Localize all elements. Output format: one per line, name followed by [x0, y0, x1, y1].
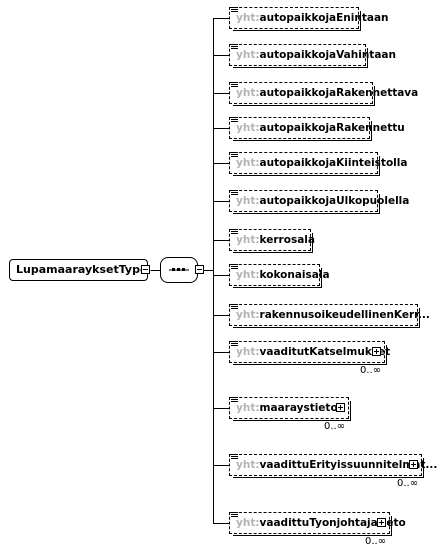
element-box-autopaikkojaulkopuolella[interactable]: yht:autopaikkojaUlkopuolella: [229, 190, 409, 212]
occurrence-label: 0..∞: [360, 365, 382, 376]
documentation-icon: [231, 397, 238, 402]
element-box-autopaikkojavahintaan[interactable]: yht:autopaikkojaVahintaan: [229, 44, 396, 66]
root-type-box[interactable]: LupamaarayksetType: [9, 259, 148, 281]
element-name: vaadittuErityissuunnitelmat...: [259, 459, 438, 471]
element-name: autopaikkojaUlkopuolella: [259, 195, 410, 207]
sequence-collapse-icon[interactable]: [195, 265, 204, 274]
element-box-rakennusoikeudellinenkerr[interactable]: yht:rakennusoikeudellinenKerr...: [229, 304, 430, 326]
expand-plus-icon[interactable]: [372, 347, 381, 356]
element-box-autopaikkojarakennettava[interactable]: yht:autopaikkojaRakennettava: [229, 82, 418, 104]
namespace-prefix: yht:: [236, 402, 260, 414]
element-box-autopaikkojakiinteistolla[interactable]: yht:autopaikkojaKiinteistolla: [229, 152, 407, 174]
namespace-prefix: yht:: [236, 346, 260, 358]
documentation-icon: [231, 152, 238, 157]
expand-plus-icon[interactable]: [377, 518, 386, 527]
documentation-icon: [231, 7, 238, 12]
documentation-icon: [231, 454, 238, 459]
occurrence-label: 0..∞: [324, 421, 346, 432]
element-name: vaaditutKatselmukset: [259, 346, 391, 358]
element-name: autopaikkojaRakennettu: [259, 122, 405, 134]
element-box-kerrosala[interactable]: yht:kerrosala: [229, 229, 315, 251]
element-box-vaaditutkatselmukset[interactable]: yht:vaaditutKatselmukset: [229, 341, 390, 363]
root-type-label: LupamaarayksetType: [16, 263, 148, 276]
sequence-icon: [169, 268, 189, 271]
element-box-vaadittutyonjohtajatieto[interactable]: yht:vaadittuTyonjohtajatieto: [229, 512, 406, 534]
namespace-prefix: yht:: [236, 459, 260, 471]
documentation-icon: [231, 190, 238, 195]
expand-plus-icon[interactable]: [336, 403, 345, 412]
element-name: autopaikkojaVahintaan: [259, 49, 396, 61]
element-name: vaadittuTyonjohtajatieto: [259, 517, 406, 529]
element-box-kokonaisala[interactable]: yht:kokonaisala: [229, 264, 330, 286]
documentation-icon: [231, 82, 238, 87]
element-name: kerrosala: [259, 234, 315, 246]
root-collapse-icon[interactable]: [141, 265, 150, 274]
occurrence-label: 0..∞: [365, 536, 387, 547]
documentation-icon: [231, 117, 238, 122]
element-name: rakennusoikeudellinenKerr...: [259, 309, 430, 321]
namespace-prefix: yht:: [236, 269, 260, 281]
expand-plus-icon[interactable]: [409, 460, 418, 469]
documentation-icon: [231, 512, 238, 517]
namespace-prefix: yht:: [236, 49, 260, 61]
documentation-icon: [231, 304, 238, 309]
namespace-prefix: yht:: [236, 517, 260, 529]
namespace-prefix: yht:: [236, 234, 260, 246]
namespace-prefix: yht:: [236, 309, 260, 321]
element-box-maaraystieto[interactable]: yht:maaraystieto: [229, 397, 349, 419]
sequence-compositor[interactable]: [160, 257, 198, 283]
element-name: autopaikkojaEnintaan: [259, 12, 389, 24]
documentation-icon: [231, 229, 238, 234]
element-name: maaraystieto: [259, 402, 338, 414]
documentation-icon: [231, 44, 238, 49]
namespace-prefix: yht:: [236, 157, 260, 169]
element-box-autopaikkojarakennettu[interactable]: yht:autopaikkojaRakennettu: [229, 117, 405, 139]
namespace-prefix: yht:: [236, 195, 260, 207]
namespace-prefix: yht:: [236, 87, 260, 99]
occurrence-label: 0..∞: [397, 478, 419, 489]
element-box-autopaikkojaenintaan[interactable]: yht:autopaikkojaEnintaan: [229, 7, 389, 29]
documentation-icon: [231, 264, 238, 269]
element-name: autopaikkojaKiinteistolla: [259, 157, 408, 169]
element-box-vaadittuerityissuunnitelmat[interactable]: yht:vaadittuErityissuunnitelmat...: [229, 454, 437, 476]
namespace-prefix: yht:: [236, 12, 260, 24]
namespace-prefix: yht:: [236, 122, 260, 134]
element-name: autopaikkojaRakennettava: [259, 87, 419, 99]
element-name: kokonaisala: [259, 269, 330, 281]
documentation-icon: [231, 341, 238, 346]
